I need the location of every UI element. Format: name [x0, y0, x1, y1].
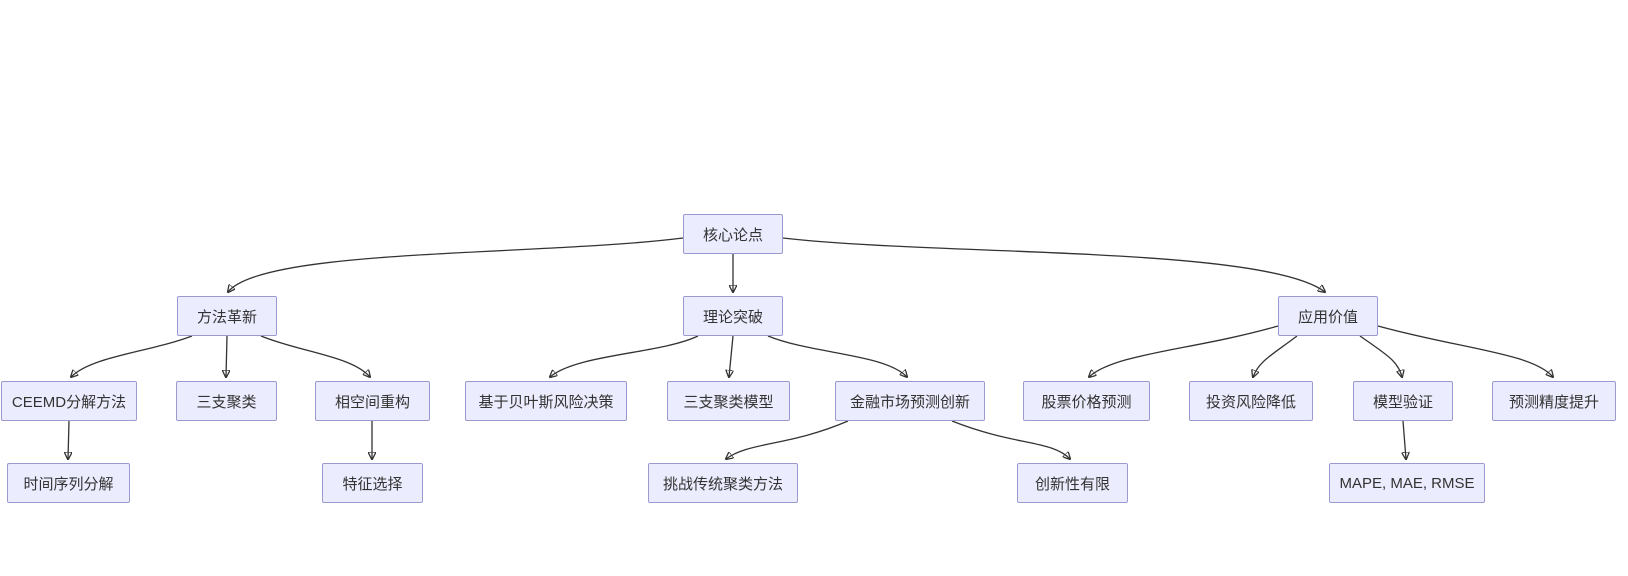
- node-method-innovation: 方法革新: [177, 296, 277, 336]
- node-time-series-decomposition: 时间序列分解: [7, 463, 130, 503]
- node-three-way-clustering: 三支聚类: [176, 381, 277, 421]
- node-investment-risk-reduction: 投资风险降低: [1189, 381, 1313, 421]
- node-challenge-traditional-clustering: 挑战传统聚类方法: [648, 463, 798, 503]
- edge-application-value-to-model-validation: [1359, 335, 1402, 377]
- node-theory-breakthrough: 理论突破: [683, 296, 783, 336]
- node-three-way-clustering-model: 三支聚类模型: [667, 381, 790, 421]
- node-bayesian-risk-decision: 基于贝叶斯风险决策: [465, 381, 627, 421]
- edge-core-thesis-to-application-value: [782, 237, 1325, 292]
- node-application-value: 应用价值: [1278, 296, 1378, 336]
- edge-ceemd-decomposition-to-time-series-decomposition: [68, 420, 69, 459]
- node-prediction-accuracy: 预测精度提升: [1492, 381, 1616, 421]
- edge-theory-breakthrough-to-bayesian-risk-decision: [550, 335, 699, 377]
- node-evaluation-metrics: MAPE, MAE, RMSE: [1329, 463, 1485, 503]
- node-phase-space-reconstruction: 相空间重构: [315, 381, 430, 421]
- edge-application-value-to-prediction-accuracy: [1377, 325, 1553, 377]
- node-model-validation: 模型验证: [1353, 381, 1453, 421]
- edge-application-value-to-investment-risk-reduction: [1253, 335, 1298, 377]
- node-feature-selection: 特征选择: [322, 463, 423, 503]
- node-limited-innovation: 创新性有限: [1017, 463, 1128, 503]
- node-stock-price-prediction: 股票价格预测: [1023, 381, 1150, 421]
- edge-core-thesis-to-method-innovation: [228, 237, 684, 292]
- edge-financial-market-prediction-to-challenge-traditional-clustering: [726, 420, 849, 459]
- node-financial-market-prediction: 金融市场预测创新: [835, 381, 985, 421]
- edge-model-validation-to-evaluation-metrics: [1403, 420, 1406, 459]
- edge-financial-market-prediction-to-limited-innovation: [951, 420, 1070, 459]
- node-ceemd-decomposition: CEEMD分解方法: [1, 381, 137, 421]
- node-core-thesis: 核心论点: [683, 214, 783, 254]
- edge-theory-breakthrough-to-three-way-clustering-model: [729, 335, 733, 377]
- edge-theory-breakthrough-to-financial-market-prediction: [767, 335, 907, 377]
- edge-application-value-to-stock-price-prediction: [1089, 325, 1279, 377]
- edge-method-innovation-to-phase-space-reconstruction: [260, 335, 370, 377]
- edge-method-innovation-to-three-way-clustering: [226, 335, 227, 377]
- edge-method-innovation-to-ceemd-decomposition: [71, 335, 193, 377]
